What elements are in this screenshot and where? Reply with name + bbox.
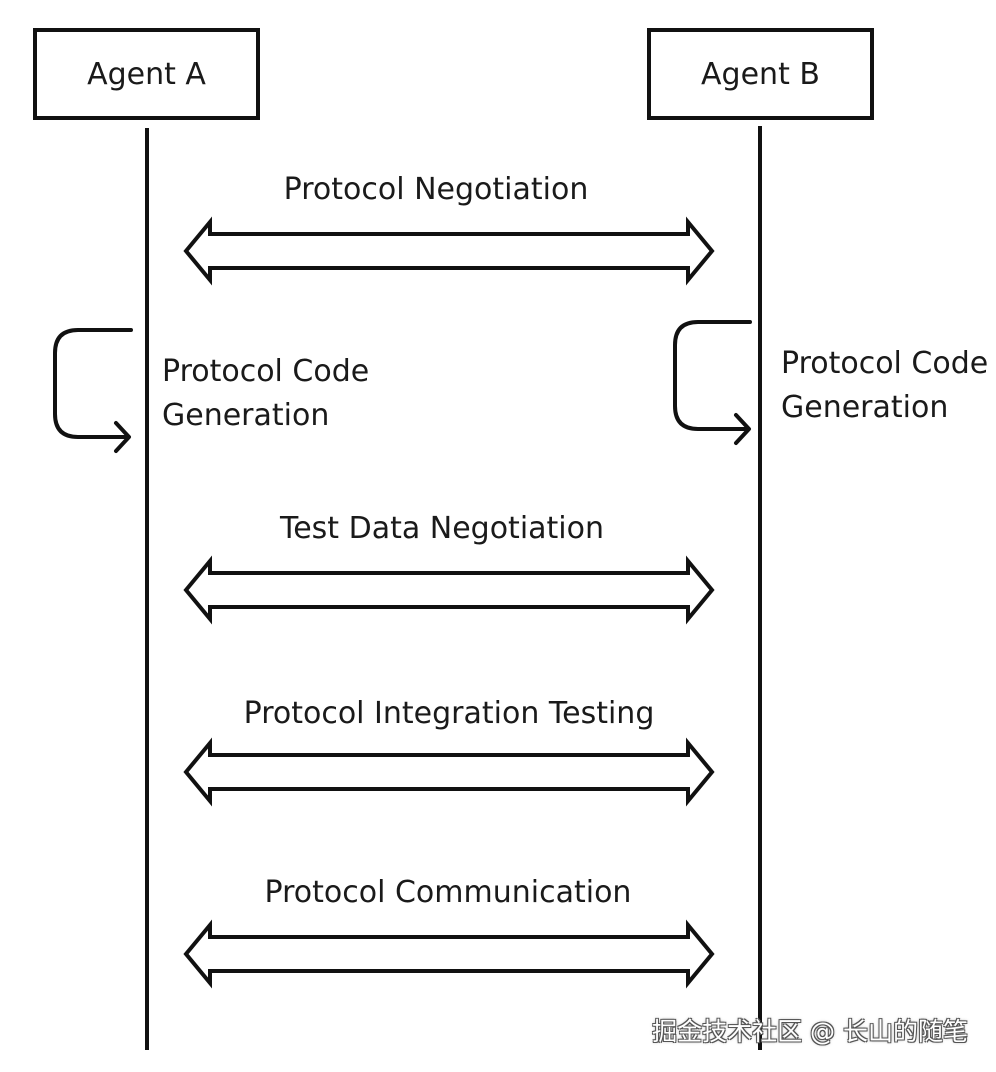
message-label-protocol-negotiation: Protocol Negotiation [283,172,589,207]
message-label-protocol-integration-testing: Protocol Integration Testing [243,696,655,731]
agent-a-box: Agent A [33,28,260,120]
watermark-text: 掘金技术社区 @ 长山的随笔 [652,1017,968,1046]
agent-b-box: Agent B [647,28,874,120]
self-action-label-agent-b-line1: Protocol Code [781,346,989,381]
self-action-label-agent-a-line1: Protocol Code [162,354,370,389]
self-action-label-agent-b-line2: Generation [781,390,949,425]
self-call-arrow-agent-b [673,320,752,445]
self-action-label-agent-a-line2: Generation [162,398,330,433]
bidirectional-arrow-protocol-communication [183,919,715,989]
bidirectional-arrow-protocol-integration-testing [183,737,715,807]
self-call-arrow-agent-a [53,328,133,453]
self-action-label-agent-b: Protocol Code Generation [781,342,988,430]
agent-a-label: Agent A [87,56,206,92]
bidirectional-arrow-test-data-negotiation [183,555,715,625]
bidirectional-arrow-protocol-negotiation [183,216,715,286]
message-label-protocol-communication: Protocol Communication [264,875,632,910]
message-label-test-data-negotiation: Test Data Negotiation [279,511,605,546]
agent-b-label: Agent B [701,56,820,92]
self-action-label-agent-a: Protocol Code Generation [162,350,369,438]
